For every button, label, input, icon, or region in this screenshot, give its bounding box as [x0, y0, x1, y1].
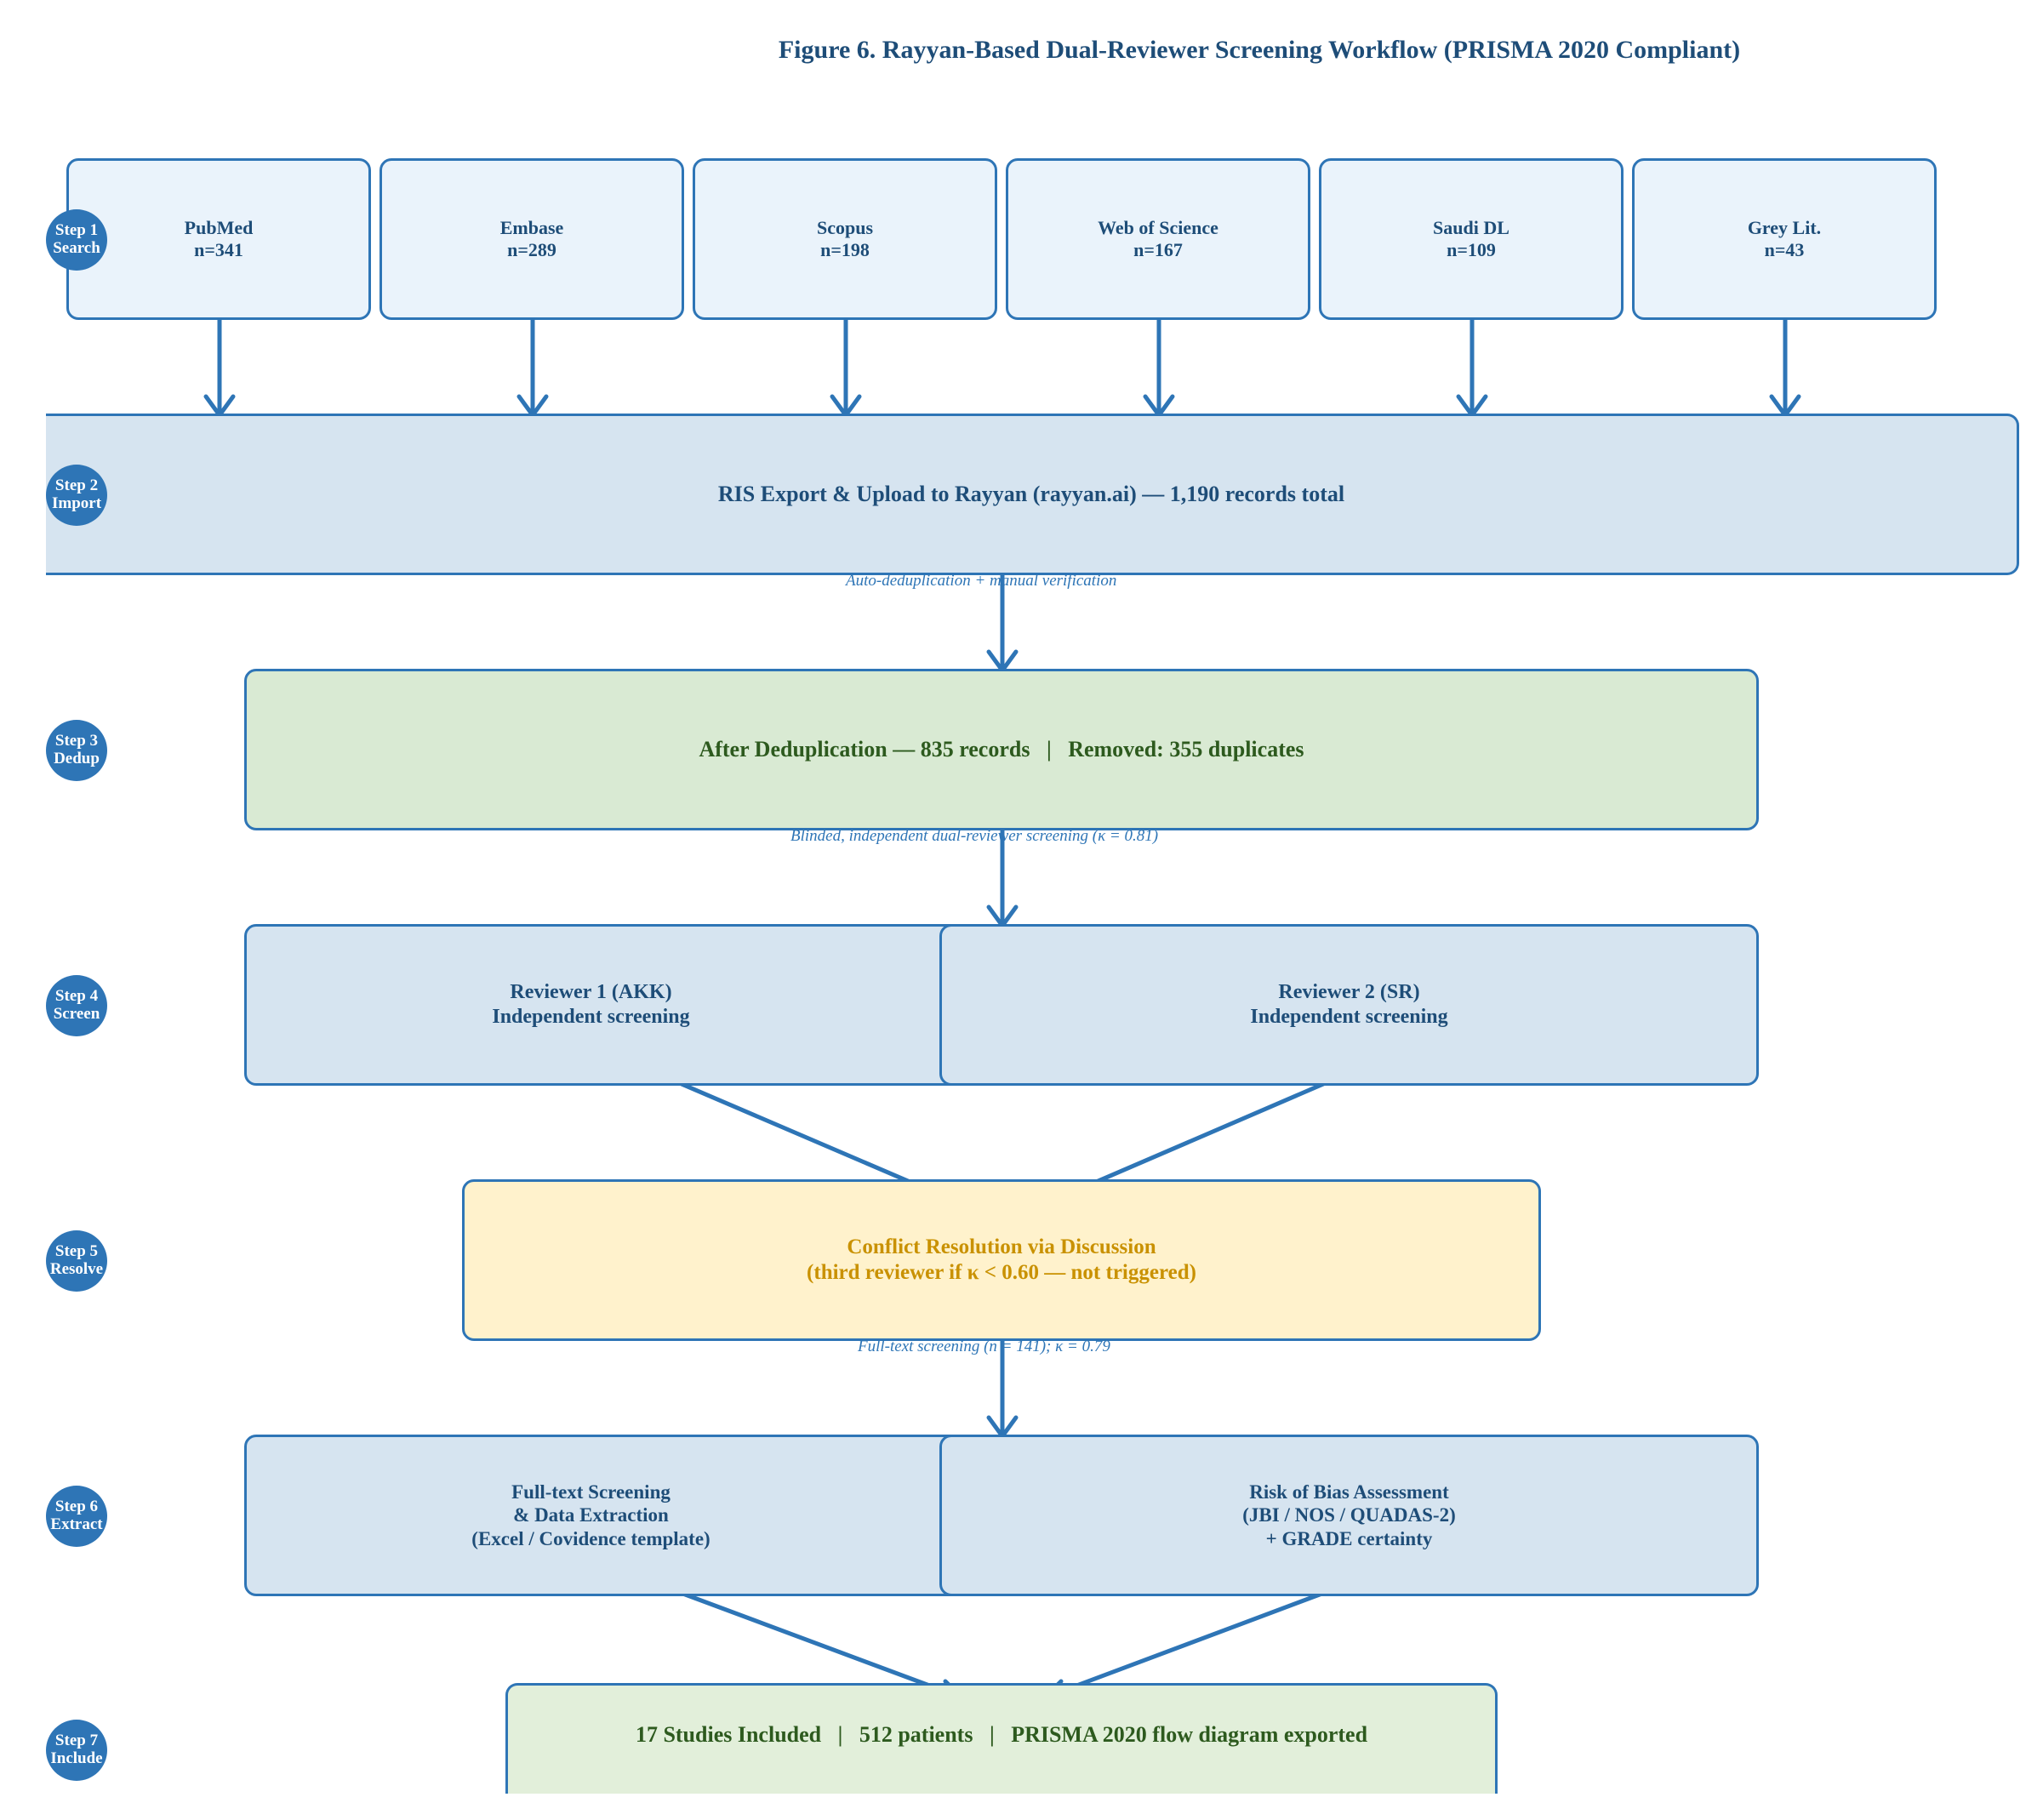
database-count: n=198	[820, 239, 870, 260]
conflict-resolution-box: Conflict Resolution via Discussion (thir…	[462, 1179, 1541, 1341]
step-2-badge: Step 2 Import	[46, 465, 107, 526]
reviewer-1-box: Reviewer 1 (AKK) Independent screening	[244, 924, 1061, 1086]
reviewer-2-box: Reviewer 2 (SR) Independent screening	[939, 924, 1759, 1086]
reviewer-1-text: Reviewer 1 (AKK) Independent screening	[492, 981, 690, 1028]
database-name: Scopus	[816, 216, 874, 238]
database-count: n=289	[507, 239, 556, 260]
conflict-resolution-text: Conflict Resolution via Discussion (thir…	[807, 1235, 1196, 1284]
note-deduplication: Auto-deduplication + manual verification	[846, 572, 1117, 590]
step-5-badge: Step 5 Resolve	[46, 1230, 107, 1292]
figure-title: Figure 6. Rayyan-Based Dual-Reviewer Scr…	[778, 36, 1741, 64]
database-count: n=43	[1764, 239, 1805, 260]
database-count: n=109	[1447, 239, 1496, 260]
arrow-bias-include	[1042, 1582, 1350, 1700]
data-extraction-box: Full-text Screening & Data Extraction (E…	[244, 1435, 1061, 1596]
import-box-text: RIS Export & Upload to Rayyan (rayyan.ai…	[717, 482, 1345, 507]
database-name: Embase	[499, 216, 564, 238]
note-dual-reviewer-screening: Blinded, independent dual-reviewer scree…	[790, 827, 1159, 845]
database-name: Web of Science	[1098, 216, 1218, 238]
step-6-badge: Step 6 Extract	[46, 1486, 107, 1547]
database-name: Grey Lit.	[1747, 216, 1822, 238]
step-7-badge: Step 7 Include	[46, 1720, 107, 1781]
database-count: n=167	[1133, 239, 1183, 260]
note-full-text-screening: Full-text screening (n = 141); κ = 0.79	[858, 1338, 1110, 1355]
dedup-box-text: After Deduplication — 835 records | Remo…	[699, 737, 1304, 762]
risk-of-bias-box: Risk of Bias Assessment (JBI / NOS / QUA…	[939, 1435, 1759, 1596]
step-3-badge: Step 3 Dedup	[46, 720, 107, 781]
arrow-extract-include	[655, 1582, 964, 1700]
risk-of-bias-text: Risk of Bias Assessment (JBI / NOS / QUA…	[1242, 1481, 1456, 1549]
step-4-badge: Step 4 Screen	[46, 975, 107, 1036]
database-box-grey-lit: Grey Lit.n=43	[1632, 158, 1937, 320]
data-extraction-text: Full-text Screening & Data Extraction (E…	[471, 1481, 710, 1549]
step-1-badge: Step 1 Search	[46, 209, 107, 271]
database-count: n=341	[194, 239, 243, 260]
studies-included-text: 17 Studies Included | 512 patients | PRI…	[635, 1722, 1368, 1747]
database-name: Saudi DL	[1433, 216, 1509, 238]
reviewer-2-text: Reviewer 2 (SR) Independent screening	[1250, 981, 1448, 1028]
dedup-box: After Deduplication — 835 records | Remo…	[244, 669, 1759, 830]
studies-included-box: 17 Studies Included | 512 patients | PRI…	[505, 1683, 1498, 1794]
import-box: RIS Export & Upload to Rayyan (rayyan.ai…	[46, 414, 2019, 575]
database-name: PubMed	[184, 216, 254, 238]
